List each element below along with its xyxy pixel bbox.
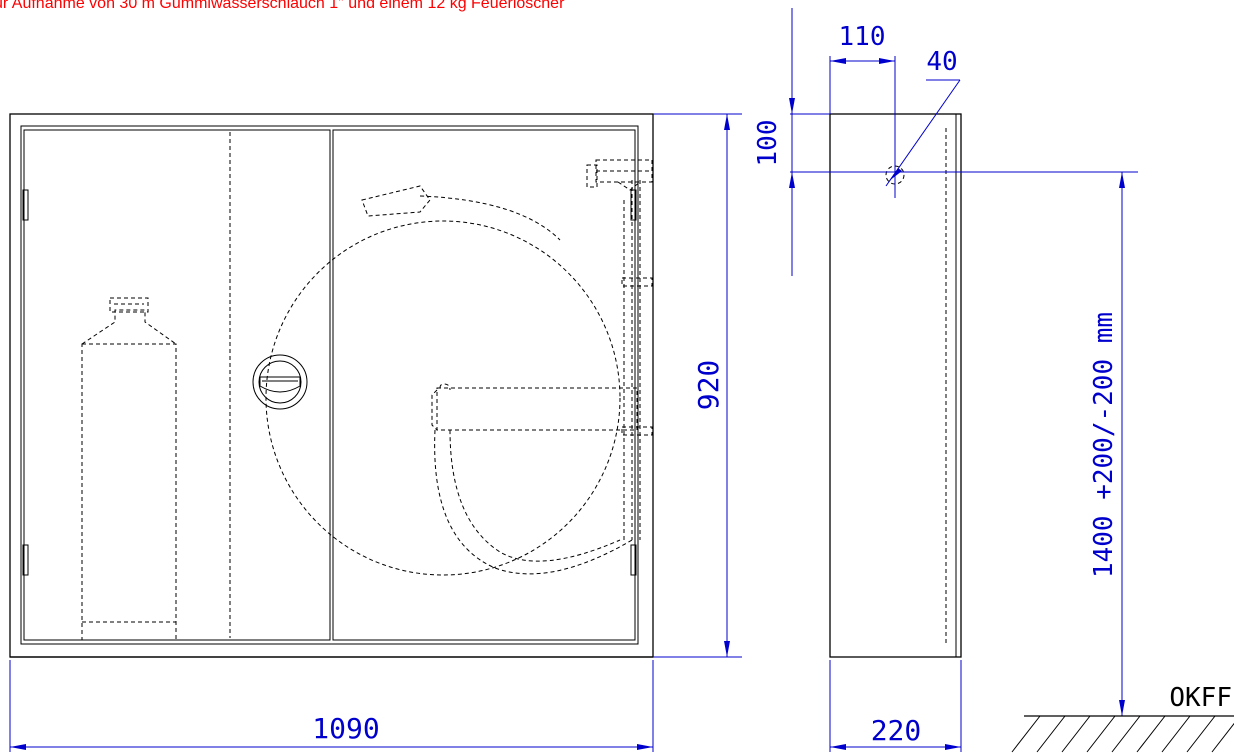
dimension-depth-220: 220: [829, 660, 962, 752]
dimension-side-offset-110: 110: [829, 22, 896, 198]
dimension-height-920: 920: [653, 113, 742, 658]
floor-label: OKFF: [1169, 683, 1232, 713]
left-door: [23, 129, 331, 641]
floor-hatching: [1011, 715, 1234, 753]
hose-reel-icon: [265, 180, 653, 576]
hinges: [22, 189, 637, 576]
mount-height-label: 1400 +200/-200 mm: [1089, 312, 1119, 578]
right-door: [332, 129, 636, 641]
height-dimension-label: 920: [692, 360, 725, 411]
cabinet-outer-frame: [9, 113, 654, 658]
dimension-mount-height: 1400 +200/-200 mm: [1089, 172, 1125, 716]
width-dimension-label: 1090: [312, 712, 379, 745]
side-offset-label: 110: [839, 22, 886, 52]
floor-reference: OKFF: [1011, 683, 1234, 753]
pipe-diameter-label: 40: [926, 47, 957, 77]
dimension-pipe-diameter-40: 40: [885, 47, 961, 187]
dimension-top-offset-100: 100: [753, 8, 1138, 276]
depth-dimension-label: 220: [871, 714, 922, 747]
top-offset-label: 100: [753, 120, 783, 167]
drawing-caption: ur Aufnahme von 30 m Gummiwasserschläuch…: [0, 0, 565, 12]
dimension-width-1090: 1090: [9, 660, 654, 752]
cabinet-inner-frame: [20, 125, 639, 645]
door-lock-icon: [252, 354, 308, 410]
cabinet-front-view: [9, 113, 654, 658]
fire-extinguisher-icon: [81, 297, 177, 641]
valve-icon: [586, 159, 653, 191]
